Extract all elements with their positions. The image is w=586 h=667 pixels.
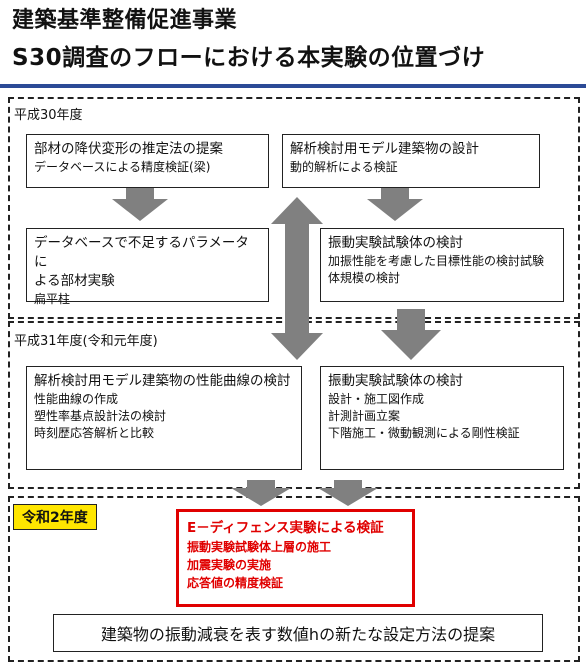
arrow-down-parts [112,186,168,221]
box-parts-yield: 部材の降伏変形の推定法の提案 データベースによる精度検証(梁) [26,134,269,188]
title-line-2: S30調査のフローにおける本実験の位置づけ [12,45,486,71]
section-r2 [8,496,580,662]
box-specimen-h31-line2: 計測計画立案 [328,409,401,423]
box-member-tests-line2: 扁平柱 [34,292,71,306]
box-specimen-h31-line3: 下階施工・微動観測による剛性検証 [328,426,520,440]
box-performance-curve-line2: 塑性率基点設計法の検討 [34,409,167,423]
box-model-design-line1: 動的解析による検証 [290,160,398,174]
box-performance-curve-head: 解析検討用モデル建築物の性能曲線の検討 [34,373,291,389]
box-edefense: E－ディフェンス実験による検証 振動実験試験体上層の施工 加震実験の実施 応答値… [176,509,415,607]
box-member-tests: データベースで不足するパラメータに よる部材実験 扁平柱 [26,228,269,306]
arrow-down-model [367,186,423,221]
box-parts-yield-line1: データベースによる精度検証(梁) [34,160,211,174]
box-model-design-head: 解析検討用モデル建築物の設計 [290,141,479,157]
box-final-proposal-text: 建築物の振動減衰を表す数値hの新たな設定方法の提案 [100,625,496,644]
box-performance-curve-line3: 時刻歴応答解析と比較 [34,426,155,440]
section-h31-label: 平成31年度(令和元年度) [14,334,158,349]
box-member-tests-line1: よる部材実験 [34,273,115,289]
box-specimen-h30: 振動実験試験体の検討 加振性能を考慮した目標性能の検討試験 体規模の検討 [320,228,564,302]
box-parts-yield-head: 部材の降伏変形の推定法の提案 [34,141,223,157]
arrow-down-r2-right [318,480,378,506]
box-edefense-line2: 加震実験の実施 [187,558,272,572]
arrow-double-vertical [271,197,323,360]
box-model-design: 解析検討用モデル建築物の設計 動的解析による検証 [282,134,540,188]
box-specimen-h30-line1: 加振性能を考慮した目標性能の検討試験 [328,254,545,268]
box-edefense-line3: 応答値の精度検証 [187,576,284,590]
box-specimen-h30-head: 振動実験試験体の検討 [328,235,463,251]
title-line-1: 建築基準整備促進事業 [12,8,238,33]
box-performance-curve-line1: 性能曲線の作成 [34,392,119,406]
title-rule [0,84,586,88]
box-edefense-head: E－ディフェンス実験による検証 [187,520,384,536]
box-specimen-h31-head: 振動実験試験体の検討 [328,373,463,389]
box-specimen-h31: 振動実験試験体の検討 設計・施工図作成 計測計画立案 下階施工・微動観測による剛… [320,366,564,470]
box-member-tests-head: データベースで不足するパラメータに [34,235,249,270]
box-performance-curve: 解析検討用モデル建築物の性能曲線の検討 性能曲線の作成 塑性率基点設計法の検討 … [26,366,302,470]
box-specimen-h30-line2: 体規模の検討 [328,271,401,285]
box-edefense-line1: 振動実験試験体上層の施工 [187,540,332,554]
box-specimen-h31-line1: 設計・施工図作成 [328,392,425,406]
arrow-down-r2-left [231,480,291,506]
arrow-down-specimen [381,309,441,360]
section-h30-label: 平成30年度 [14,108,83,123]
section-r2-label: 令和2年度 [13,504,97,530]
box-final-proposal: 建築物の振動減衰を表す数値hの新たな設定方法の提案 [53,614,543,652]
